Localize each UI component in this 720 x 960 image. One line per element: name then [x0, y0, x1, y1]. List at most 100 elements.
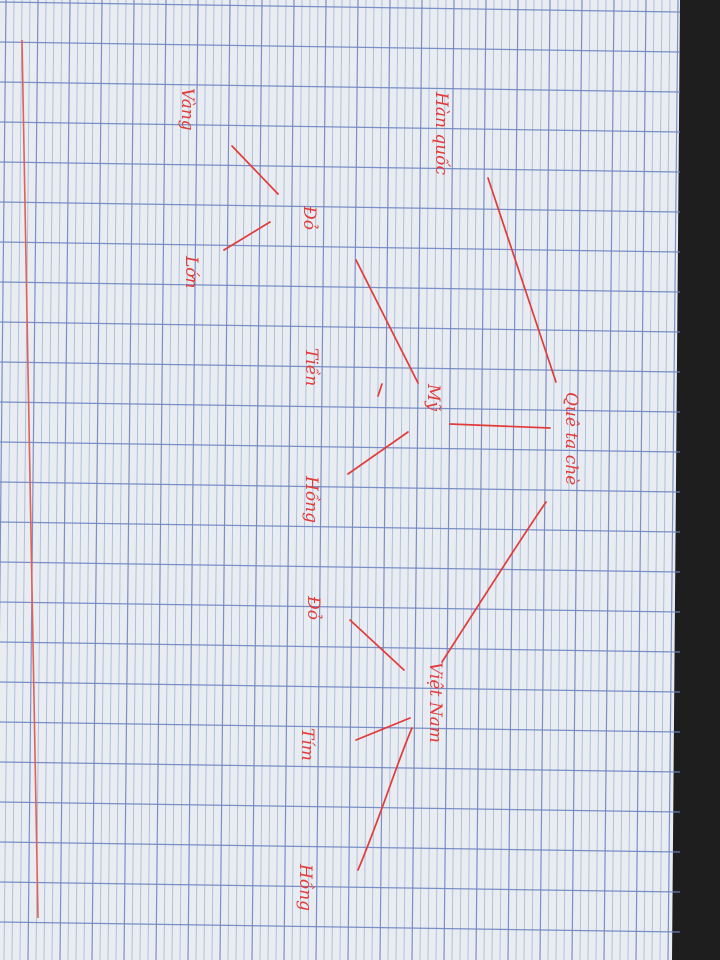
label-leaf-2: Đỏ	[299, 205, 319, 230]
grid-line-vertical	[419, 0, 431, 960]
grid-line-vertical	[283, 0, 295, 960]
grid-line-vertical	[75, 0, 87, 960]
grid-line-vertical	[99, 0, 111, 960]
grid-line-vertical	[435, 0, 447, 960]
grid-line-vertical	[651, 0, 663, 960]
grid-line-horizontal	[0, 161, 681, 173]
grid-line-vertical	[595, 0, 607, 960]
grid-line-horizontal	[0, 81, 681, 93]
grid-line-vertical	[35, 0, 47, 960]
label-root: Quê ta chè	[561, 392, 581, 485]
grid-line-vertical	[355, 0, 367, 960]
grid-line-horizontal	[0, 241, 681, 253]
grid-line-vertical	[27, 0, 39, 960]
grid-line-horizontal	[0, 681, 681, 693]
grid-line-vertical	[667, 0, 679, 960]
grid-line-horizontal	[0, 1, 681, 13]
grid-line-vertical	[155, 0, 167, 960]
grid-line-vertical	[603, 0, 615, 960]
grid-line-vertical	[267, 0, 279, 960]
grid-line-vertical	[483, 0, 495, 960]
connector-vang-do	[231, 145, 279, 195]
connector-root-hanquoc	[487, 177, 557, 383]
grid-line-vertical	[83, 0, 95, 960]
grid-line-vertical	[571, 0, 583, 960]
label-leaf-1: Hàn quốc	[431, 91, 451, 176]
connector-do-lon	[223, 221, 271, 251]
grid-line-vertical	[539, 0, 551, 960]
grid-line-horizontal	[0, 521, 681, 533]
grid-line-vertical	[475, 0, 487, 960]
grid-line-vertical	[579, 0, 591, 960]
grid-line-vertical	[491, 0, 503, 960]
grid-line-vertical	[371, 0, 383, 960]
grid-line-vertical	[547, 0, 559, 960]
grid-line-vertical	[243, 0, 255, 960]
label-mid-top: Mỹ	[423, 383, 443, 411]
grid-line-vertical	[163, 0, 175, 960]
grid-line-vertical	[91, 0, 103, 960]
grid-line-vertical	[275, 0, 287, 960]
grid-line-horizontal	[0, 841, 681, 853]
grid-line-vertical	[659, 0, 671, 960]
grid-line-vertical	[0, 0, 7, 634]
grid-line-vertical	[587, 0, 599, 960]
connector-my-tien	[355, 259, 419, 384]
grid-line-horizontal	[0, 281, 681, 293]
label-leaf-4: Tiền	[301, 348, 321, 386]
grid-line-vertical	[291, 0, 303, 960]
grid-line-vertical	[19, 0, 31, 960]
grid-line-vertical	[387, 0, 399, 960]
grid-line-horizontal	[0, 401, 681, 413]
grid-line-vertical	[299, 0, 311, 960]
grid-line-vertical	[619, 0, 631, 960]
grid-line-vertical	[459, 0, 471, 960]
grid-line-horizontal	[0, 721, 681, 733]
grid-line-vertical	[379, 0, 391, 960]
connector-root-my	[449, 423, 551, 429]
grid-line-vertical	[611, 0, 623, 960]
margin-line	[21, 39, 39, 919]
grid-line-horizontal	[0, 921, 681, 933]
grid-line-horizontal	[0, 881, 681, 893]
grid-line-vertical	[43, 0, 55, 960]
grid-line-vertical	[443, 0, 455, 960]
label-leaf-8: Hồng	[295, 863, 315, 911]
grid-line-vertical	[323, 0, 335, 960]
grid-line-vertical	[171, 0, 183, 960]
grid-line-vertical	[115, 0, 127, 960]
connector-root-vietnam	[441, 501, 547, 663]
grid-line-vertical	[59, 0, 71, 960]
grid-line-vertical	[307, 0, 319, 960]
label-leaf-3: Lớn	[181, 255, 201, 288]
grid-line-vertical	[563, 0, 575, 960]
grid-line-vertical	[219, 0, 231, 960]
grid-line-vertical	[555, 0, 567, 960]
grid-line-vertical	[531, 0, 543, 960]
grid-line-horizontal	[0, 641, 681, 653]
grid-line-horizontal	[0, 121, 681, 133]
grid-line-vertical	[11, 0, 23, 960]
grid-line-vertical	[643, 0, 655, 960]
label-mid-bottom: Việt Nam	[425, 662, 445, 743]
grid-line-vertical	[67, 0, 79, 960]
grid-line-vertical	[331, 0, 343, 960]
grid-line-vertical	[627, 0, 639, 960]
label-leaf-9: Vàng	[177, 88, 197, 131]
grid-line-vertical	[187, 0, 199, 960]
grid-line-vertical	[203, 0, 215, 960]
grid-line-horizontal	[0, 801, 681, 813]
grid-line-vertical	[635, 0, 647, 960]
grid-line-vertical	[179, 0, 191, 960]
grid-line-vertical	[347, 0, 359, 960]
grid-line-horizontal	[0, 41, 681, 53]
handwritten-labels: Quê ta chè Mỹ Việt Nam Hàn quốc Đỏ Lớn T…	[177, 88, 581, 911]
grid-line-horizontal	[0, 201, 681, 213]
grid-line-vertical	[363, 0, 375, 960]
grid-line-vertical	[339, 0, 351, 960]
grid-line-vertical	[467, 0, 479, 960]
grid-line-horizontal	[0, 481, 681, 493]
grid-line-vertical	[523, 0, 535, 960]
label-leaf-7: Tím	[297, 728, 317, 761]
connector-vn-hong	[357, 727, 413, 871]
